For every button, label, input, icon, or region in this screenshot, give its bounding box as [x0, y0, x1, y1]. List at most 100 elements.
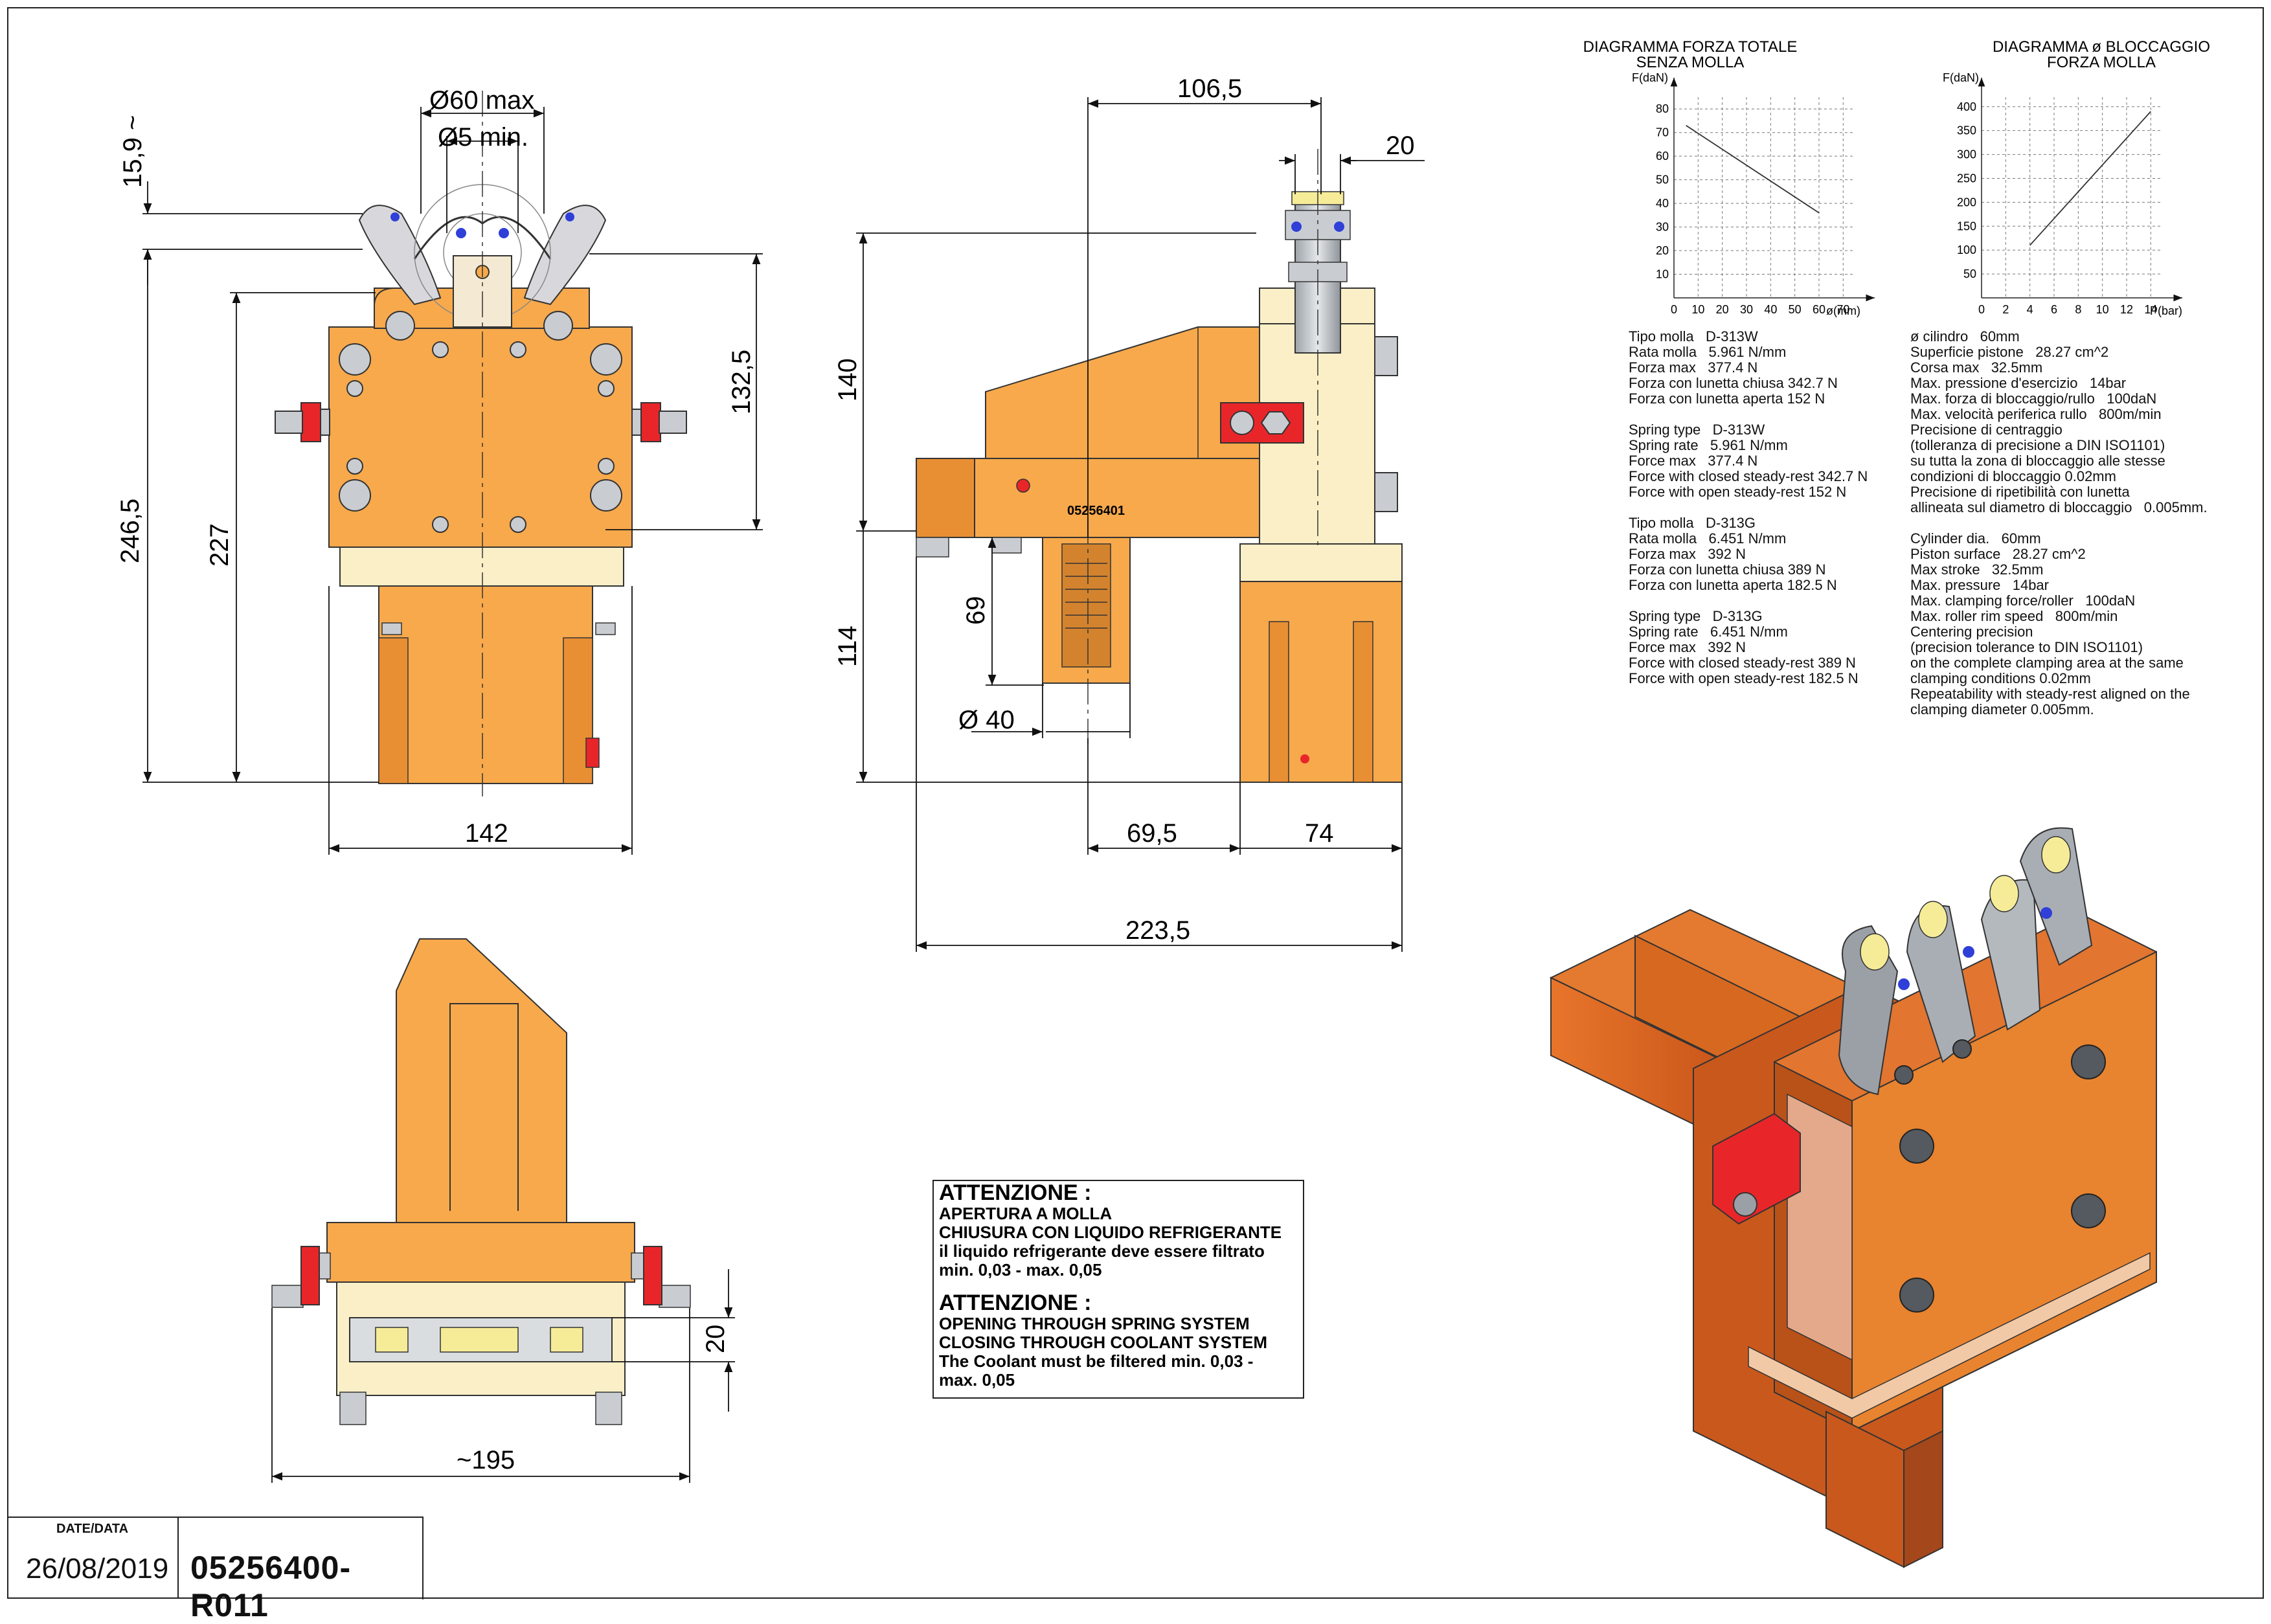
chart2-title-line1: DIAGRAMMA ø BLOCCAGGIO — [1993, 38, 2210, 56]
x-tick-label: 2 — [2002, 303, 2009, 316]
series-line — [1686, 125, 1820, 214]
x-tick-label: 10 — [1691, 303, 1704, 316]
spec-line: clamping diameter 0.005mm. — [1910, 701, 2094, 717]
spec-line: Force with open steady-rest 152 N — [1629, 484, 1847, 500]
y-tick-label: 100 — [1957, 243, 1976, 256]
dim-69: 69 — [962, 596, 990, 626]
x-tick-label: 30 — [1740, 303, 1753, 316]
spec-line: clamping conditions 0.02mm — [1910, 670, 2091, 686]
spec-line: Forza con lunetta chiusa 389 N — [1629, 561, 1826, 578]
spec-line: Forza con lunetta chiusa 342.7 N — [1629, 375, 1838, 391]
date-cell: DATE/DATA 26/08/2019 — [8, 1518, 179, 1598]
front-view: Ø60 max Ø5 min. 15,9 ~ 246,5 227 132,5 1… — [116, 86, 763, 855]
spec-line: (tolleranza di precisione a DIN ISO1101) — [1910, 437, 2165, 453]
dim-246-5: 246,5 — [116, 499, 144, 563]
spec-line: Max stroke 32.5mm — [1910, 561, 2044, 578]
chart1-title-line1: DIAGRAMMA FORZA TOTALE — [1583, 38, 1798, 56]
spec-line: Cylinder dia. 60mm — [1910, 530, 2041, 547]
x-tick-label: 40 — [1764, 303, 1777, 316]
spec-line: Centering precision — [1910, 624, 2033, 640]
y-tick-label: 250 — [1957, 172, 1976, 185]
chart2-xlabel: P(bar) — [2150, 304, 2182, 317]
chart2-ylabel: F(daN) — [1943, 71, 1979, 84]
bottom-view: ~195 20 — [271, 938, 735, 1483]
note-line: CHIUSURA CON LIQUIDO REFRIGERANTE — [939, 1223, 1282, 1242]
y-tick-label: 300 — [1957, 148, 1976, 161]
spec-line: Max. forza di bloccaggio/rullo 100daN — [1910, 390, 2157, 407]
dim-140: 140 — [833, 358, 862, 401]
spec-line: Spring type D-313G — [1629, 608, 1763, 624]
spec-line: (precision tolerance to DIN ISO1101) — [1910, 639, 2143, 655]
spec-line: su tutta la zona di bloccaggio alle stes… — [1910, 453, 2165, 469]
note-line: The Coolant must be filtered min. 0,03 - — [939, 1351, 1254, 1371]
series-line — [2029, 111, 2152, 246]
y-tick-label: 30 — [1656, 221, 1669, 234]
isometric-view — [1549, 827, 2157, 1568]
dim-20-bottom: 20 — [701, 1325, 730, 1354]
spec-line: ø cilindro 60mm — [1910, 328, 2020, 344]
spec-line: on the complete clamping area at the sam… — [1910, 655, 2184, 671]
y-tick-label: 150 — [1957, 220, 1976, 232]
spec-line: Spring rate 6.451 N/mm — [1629, 624, 1788, 640]
dim-106-5: 106,5 — [1177, 74, 1242, 103]
title-block: DATE/DATA 26/08/2019 05256400-R011 — [8, 1517, 424, 1623]
spec-line: Forza con lunetta aperta 182.5 N — [1629, 577, 1837, 593]
dim-223-5: 223,5 — [1125, 916, 1190, 945]
spec-line: Precisione di centraggio — [1910, 422, 2062, 438]
spec-line: Force with closed steady-rest 342.7 N — [1629, 468, 1868, 484]
x-tick-label: 50 — [1789, 303, 1802, 316]
note-title-it: ATTENZIONE : — [939, 1180, 1092, 1205]
spec-line: Force max 392 N — [1629, 639, 1746, 655]
side-view: 05256401 — [833, 74, 1425, 952]
y-tick-label: 70 — [1656, 126, 1669, 139]
spec-line: Force max 377.4 N — [1629, 453, 1758, 469]
dim-142: 142 — [465, 819, 508, 848]
spec-line: Force with closed steady-rest 389 N — [1629, 655, 1856, 671]
y-tick-label: 60 — [1656, 150, 1669, 163]
spec-line: Max. clamping force/roller 100daN — [1910, 592, 2136, 609]
x-tick-label: 8 — [2075, 303, 2081, 316]
sheet-frame — [7, 7, 2264, 1599]
dim-195: ~195 — [457, 1446, 515, 1474]
spec-line: Piston surface 28.27 cm^2 — [1910, 546, 2086, 562]
note-line: APERTURA A MOLLA — [939, 1204, 1113, 1223]
spec-line: Rata molla 6.451 N/mm — [1629, 530, 1787, 547]
y-tick-label: 200 — [1957, 196, 1976, 209]
drawing-code: 05256400-R011 — [190, 1550, 352, 1623]
y-tick-label: 20 — [1656, 244, 1669, 257]
note-line: CLOSING THROUGH COOLANT SYSTEM — [939, 1333, 1267, 1352]
x-tick-label: 12 — [2120, 303, 2133, 316]
dim-diameter-40: Ø 40 — [958, 706, 1015, 734]
x-tick-label: 0 — [1978, 303, 1985, 316]
drawing-date: 26/08/2019 — [26, 1553, 169, 1585]
x-tick-label: 4 — [2027, 303, 2033, 316]
chart2-title-line2: FORZA MOLLA — [2047, 54, 2156, 71]
dim-diameter-5: Ø5 min. — [438, 123, 528, 152]
y-tick-label: 400 — [1957, 100, 1976, 113]
note-line: max. 0,05 — [939, 1370, 1015, 1390]
y-tick-label: 350 — [1957, 124, 1976, 137]
spec-line: Forza max 392 N — [1629, 546, 1746, 562]
x-tick-label: 70 — [1836, 303, 1849, 316]
spec-line: Tipo molla D-313W — [1629, 328, 1758, 344]
x-tick-label: 0 — [1671, 303, 1677, 316]
note-line: il liquido refrigerante deve essere filt… — [939, 1241, 1265, 1261]
x-tick-label: 6 — [2051, 303, 2057, 316]
note-line: OPENING THROUGH SPRING SYSTEM — [939, 1314, 1250, 1333]
spec-line: Max. pressure 14bar — [1910, 577, 2049, 593]
spec-line: condizioni di bloccaggio 0.02mm — [1910, 468, 2116, 484]
dim-20-top: 20 — [1386, 131, 1415, 160]
spec-line: Max. pressione d'esercizio 14bar — [1910, 375, 2127, 391]
dim-diameter-60: Ø60 max — [429, 86, 534, 115]
dim-132-5: 132,5 — [727, 350, 756, 414]
spec-line: Max. roller rim speed 800m/min — [1910, 608, 2118, 624]
dim-74: 74 — [1305, 819, 1334, 848]
spec-line: Forza con lunetta aperta 152 N — [1629, 390, 1825, 407]
